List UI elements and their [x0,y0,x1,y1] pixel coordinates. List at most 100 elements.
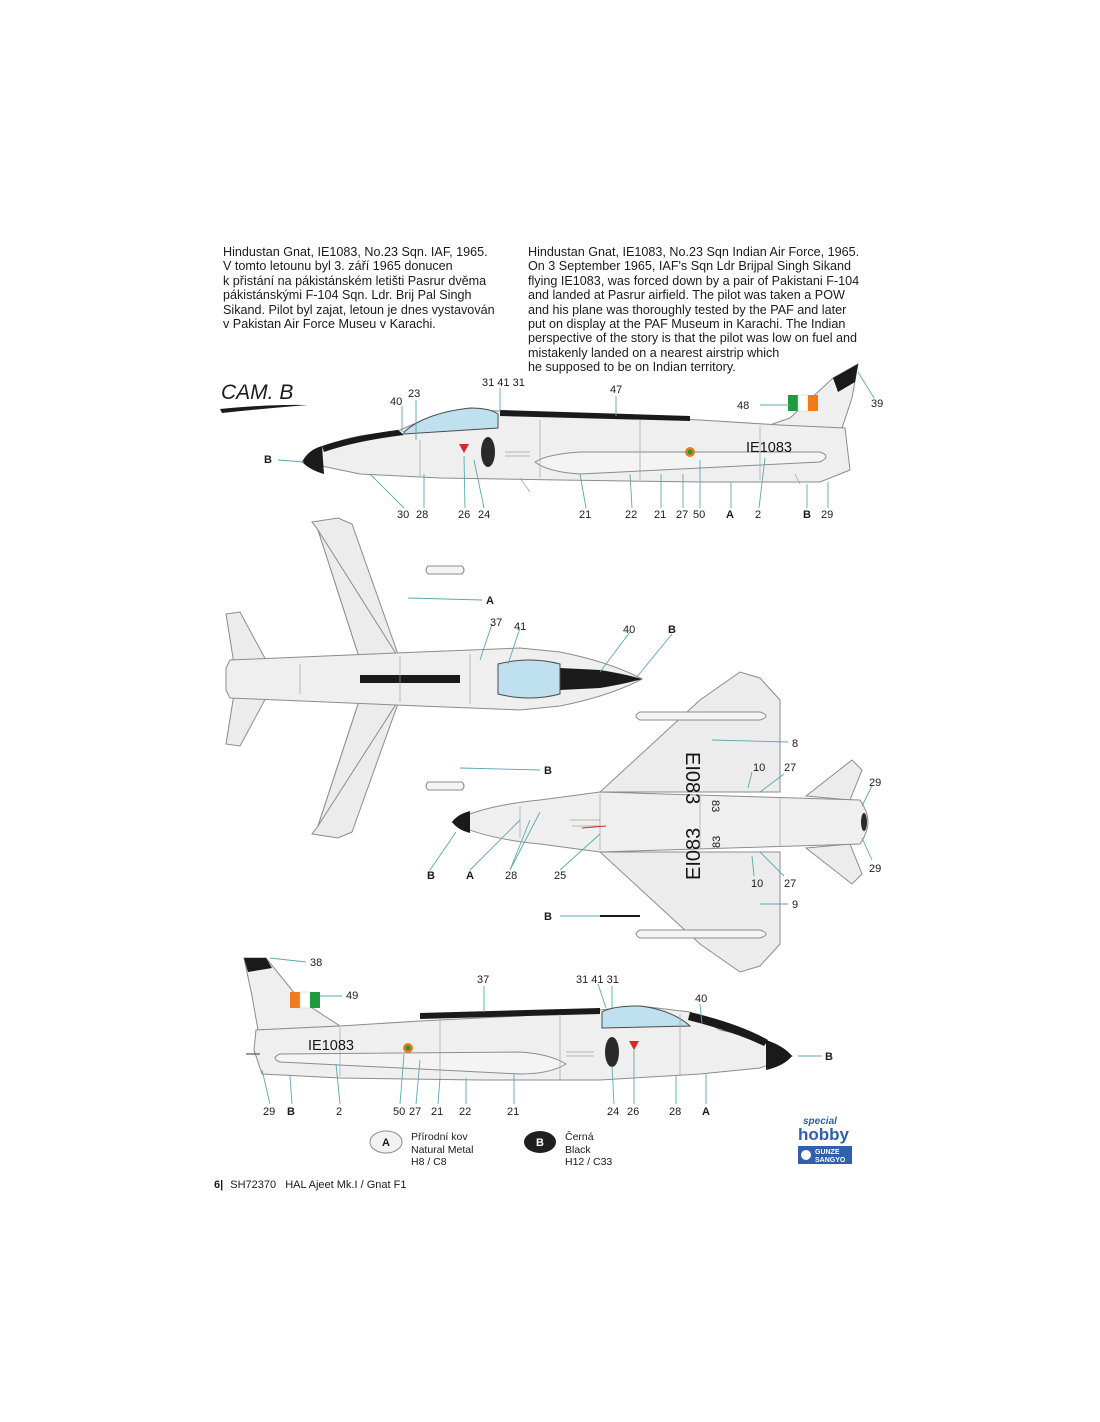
callout-28: 28 [416,509,428,521]
paint-legend: A B [369,1130,556,1154]
callout-bot-A: A [466,870,474,882]
fuselage-code-upper: 83 [709,800,721,812]
anti-glare-panel [322,430,404,452]
text-cz-line: Sikand. Pilot byl zajat, letoun je dnes … [223,302,495,317]
side-view-left: IE1083 [300,363,859,493]
callout-22: 22 [625,509,637,521]
callout-s2-29: 29 [263,1106,275,1118]
callouts-bottom: 8 10 27 29 B A 28 25 10 27 29 B 9 [427,738,881,923]
text-cz-line: k přistání na pákistánském letišti Pasru… [223,273,487,288]
legend-b-cz: Černá [565,1131,594,1143]
tank-bottom-upper [635,711,767,721]
tank-top-upper [425,565,465,575]
text-en-line: put on display at the PAF Museum in Kara… [528,317,846,332]
callout-s2-31-41-31: 31 41 31 [576,974,619,986]
callout-bot-B2: B [544,911,552,923]
drop-tank [534,451,827,475]
callout-47: 47 [610,384,622,396]
tail-cone-bottom [861,813,867,831]
warning-triangle [459,444,469,453]
logo-line1: special [803,1116,837,1127]
text-cz-line: V tomto letounu byl 3. září 1965 donucen [223,259,453,274]
callout-top-B2: B [544,765,552,777]
legend-a-en: Natural Metal [411,1143,474,1156]
callout-bot-10: 10 [753,762,765,774]
nose-cone [302,446,324,474]
legend-letter-b: B [536,1137,544,1149]
callout-bot-9: 9 [792,899,798,911]
text-en-line: and his plane was thoroughly tested by t… [528,302,847,317]
spine-top [360,675,460,683]
intake [481,437,495,467]
logo-sangyo: SANGYO [815,1157,846,1164]
side-serial: IE1083 [746,440,792,456]
bottom-view: EI083 EI083 83 83 [450,671,869,973]
text-en-line: On 3 September 1965, IAF's Sqn Ldr Brijp… [528,259,852,274]
text-en-line: mistakenly landed on a nearest airstrip … [528,345,780,360]
text-en-line: perspective of the story is that the pil… [528,331,858,346]
callout-21: 21 [579,509,591,521]
callouts-top: A 37 41 40 B B [407,595,676,777]
callout-s2-38: 38 [310,957,322,969]
text-cz-line: Hindustan Gnat, IE1083, No.23 Sqn. IAF, … [223,245,488,259]
legend-a-codes: H8 / C8 [411,1156,447,1168]
legend-a-cz: Přírodní kov [411,1131,468,1143]
anti-glare-top [560,668,600,690]
callout-23: 23 [408,388,420,400]
scheme-title: CAM. B [221,381,293,404]
bottom-airbrake [581,825,607,829]
legend-letter-a: A [382,1137,390,1149]
callout-s2-B: B [825,1051,833,1063]
tailplane-upper [225,611,269,665]
underwing-serial-upper: EI083 [681,752,703,804]
text-en-line: Hindustan Gnat, IE1083, No.23 Sqn Indian… [528,245,860,259]
callout-top-A: A [486,595,494,607]
callouts-side-left: 40 23 31 41 31 47 48 39 B 30 28 26 24 21… [264,371,883,521]
callout-s2-26: 26 [627,1106,639,1118]
callout-bot-8: 8 [792,738,798,750]
drop-tank-2 [274,1051,567,1075]
callout-s2-B2: B [287,1106,295,1118]
callout-24: 24 [478,509,490,521]
callout-bot-29b: 29 [869,863,881,875]
spine-stripe [500,410,690,421]
callout-40: 40 [390,396,402,408]
side-serial-2: IE1083 [308,1038,354,1054]
text-en-line: he supposed to be on Indian territory. [528,360,736,375]
bottom-tail-lower [804,843,863,885]
special-hobby-logo: special hobby GUNZE SANGYO [798,1116,852,1164]
text-cz-line: pákistánskými F-104 Sqn. Ldr. Brij Pal S… [223,288,472,303]
scheme-title-swoosh [220,404,308,413]
callout-48: 48 [737,400,749,412]
callout-21b: 21 [654,509,666,521]
top-view [225,517,644,839]
callout-s2-27: 27 [409,1106,421,1118]
roundel-inner [687,449,693,455]
fin-tip-black [833,364,858,392]
logo-line2: hobby [798,1125,850,1144]
canopy [403,407,499,435]
page-footer: 6| SH72370 HAL Ajeet Mk.I / Gnat F1 [214,1179,406,1191]
roundel-inner-2 [405,1045,411,1051]
callout-bot-B: B [427,870,435,882]
intake-2 [605,1037,619,1067]
callout-s2-22: 22 [459,1106,471,1118]
callout-B2: B [803,509,811,521]
callout-30: 30 [397,509,409,521]
callout-top-41: 41 [514,621,526,633]
fin-flash-white-2 [299,991,311,1009]
fin-flash-green-2 [310,992,320,1008]
callout-31-41-31: 31 41 31 [482,377,525,389]
logo-gunze: GUNZE [815,1149,840,1156]
canopy-2 [601,1005,692,1029]
fin-flash-saffron [788,395,798,411]
callout-39: 39 [871,398,883,410]
callout-50: 50 [693,509,705,521]
warning-triangle-2 [629,1041,639,1050]
nose-bottom [452,811,470,833]
callout-bot-29: 29 [869,777,881,789]
callout-s2-37: 37 [477,974,489,986]
tank-bottom-lower [635,929,767,939]
fin-tip-black-2 [244,958,272,972]
